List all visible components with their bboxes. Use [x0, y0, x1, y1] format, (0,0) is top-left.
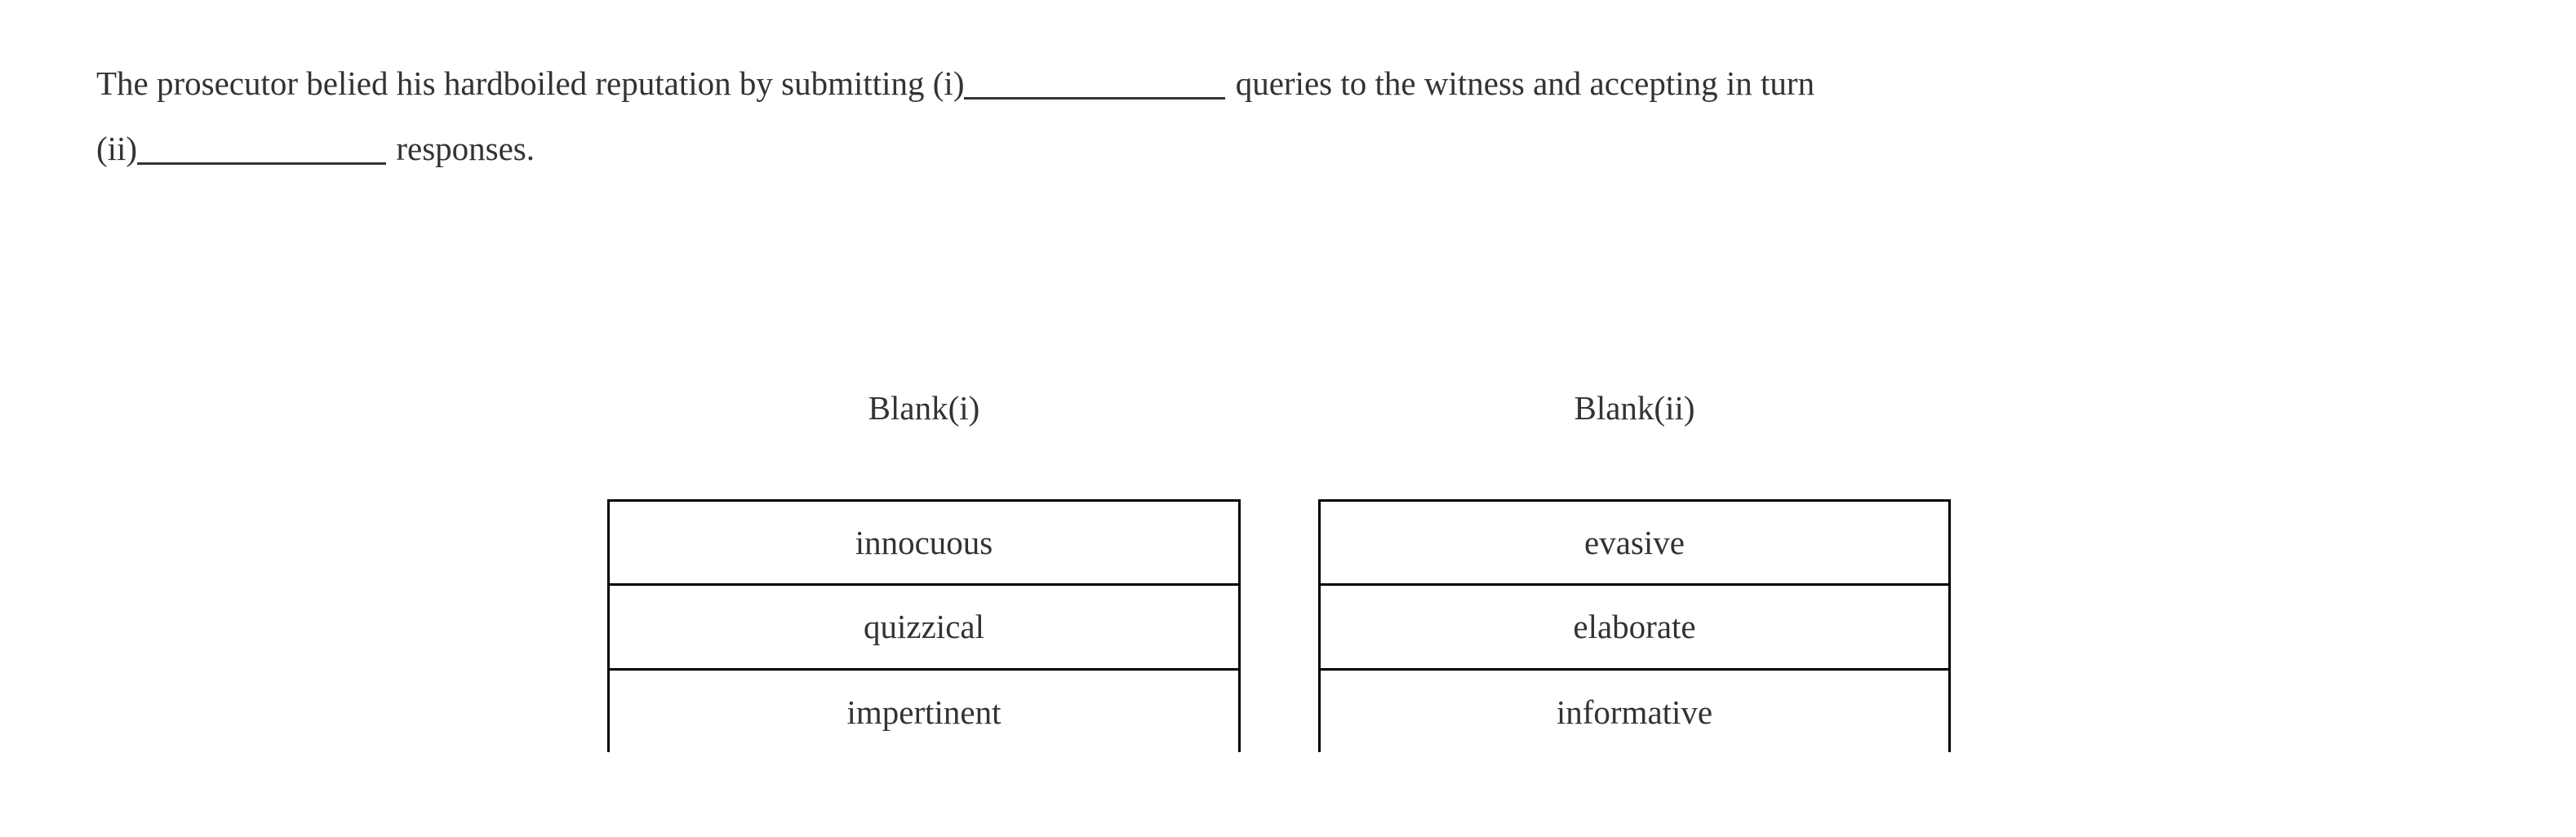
column-header-blank-ii: Blank(ii)	[1574, 389, 1695, 427]
prompt-text-before-blank-i: The prosecutor belied his hardboiled rep…	[96, 64, 965, 102]
option-row[interactable]: quizzical	[610, 586, 1238, 671]
option-row[interactable]: elaborate	[1321, 586, 1948, 671]
blank-i-underline[interactable]	[964, 73, 1226, 100]
question-prompt: The prosecutor belied his hardboiled rep…	[96, 51, 2316, 181]
options-table-blank-ii: evasive elaborate informative	[1318, 499, 1951, 755]
column-header-blank-i: Blank(i)	[868, 389, 980, 427]
blank-ii-underline[interactable]	[137, 138, 387, 165]
option-row[interactable]: informative	[1321, 670, 1948, 755]
options-table-blank-i: innocuous quizzical impertinent	[607, 499, 1241, 755]
option-row[interactable]: innocuous	[610, 502, 1238, 587]
prompt-text-after-blank-i: queries to the witness and accepting in …	[1227, 64, 1815, 102]
option-row[interactable]: impertinent	[610, 670, 1238, 755]
prompt-text-blank-ii-marker: (ii)	[96, 130, 138, 167]
prompt-text-after-blank-ii: responses.	[388, 130, 535, 167]
option-row[interactable]: evasive	[1321, 502, 1948, 587]
